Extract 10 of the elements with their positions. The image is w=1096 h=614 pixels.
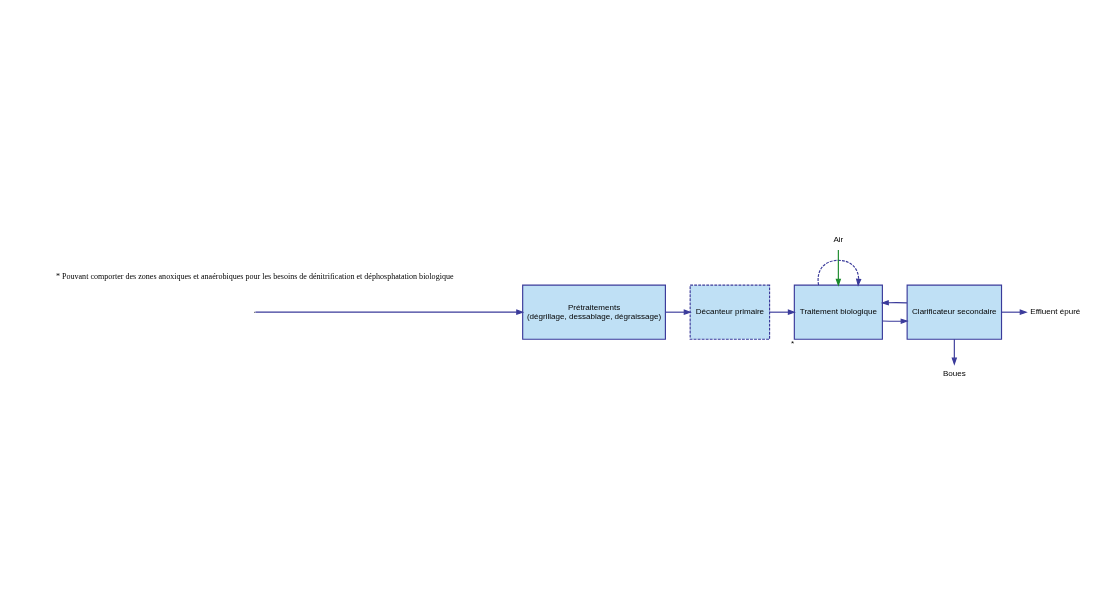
arrow: [254, 309, 525, 315]
arrow: [1001, 309, 1028, 315]
label: * Pouvant comporter des zones anoxiques et anaérobiques pour les besoins de dénitrification et déphosphatation biologique: [55, 272, 454, 282]
arrow: [835, 249, 842, 287]
arrow: [664, 309, 692, 315]
arrow: [880, 299, 908, 306]
arrow: [817, 259, 862, 287]
arrow: [769, 309, 796, 315]
arrow: [881, 318, 909, 325]
arrow: [951, 338, 958, 366]
